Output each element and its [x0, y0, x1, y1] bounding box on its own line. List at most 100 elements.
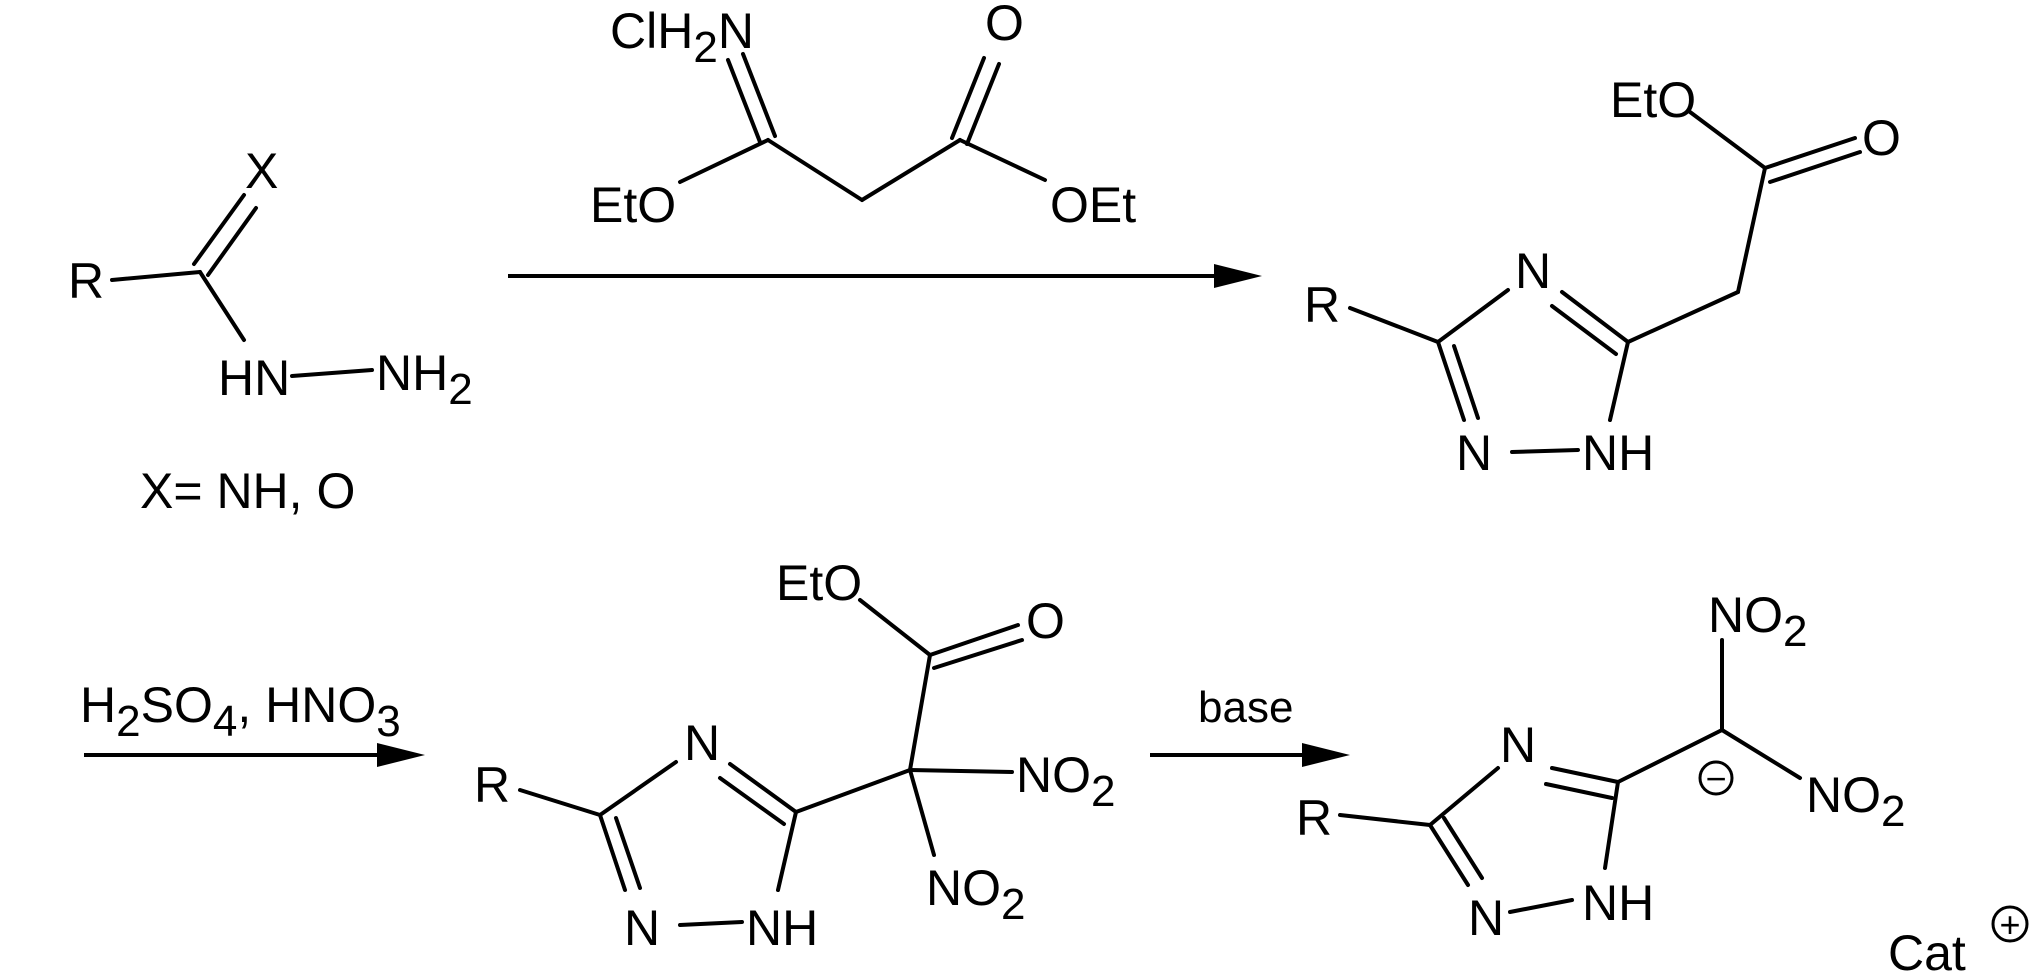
atom-x: X — [245, 143, 278, 199]
atom-r: R — [1304, 277, 1340, 333]
bond-ester-o-1 — [928, 623, 1020, 657]
bond-n4-c5-b — [1550, 304, 1618, 356]
atom-no2-up: NO2 — [1708, 587, 1807, 656]
bond-ch2-c — [860, 138, 962, 202]
step-2-reagents: H2SO4, HNO3 — [80, 677, 401, 746]
atom-n-top: N — [684, 715, 720, 771]
atom-n-bottom: N — [1456, 425, 1492, 481]
bond-c-ester — [908, 653, 932, 772]
product-1: R EtO O N N NH — [1304, 72, 1901, 481]
bond-c-o-2 — [965, 62, 1001, 146]
clh2n-sub: 2 — [693, 23, 717, 72]
atom-r: R — [474, 757, 510, 813]
bond-c-o-1 — [950, 56, 986, 140]
negative-charge: − — [1705, 758, 1726, 799]
bond-ester-oet — [858, 598, 932, 657]
bond-c-ch2 — [766, 138, 864, 202]
atom-nh: NH — [746, 900, 818, 956]
bond-c5-n1 — [776, 810, 798, 892]
atom-eto: EtO — [590, 177, 676, 233]
bond-c3-n4 — [598, 760, 678, 817]
nh2-sub: 2 — [448, 365, 472, 414]
bond-c3-n2-a — [598, 813, 627, 892]
bond-c3-n4 — [1428, 766, 1500, 827]
bond-r-ring — [1348, 306, 1440, 344]
step2-label: H2SO4, HNO3 — [80, 677, 401, 746]
positive-charge-circle — [1991, 905, 2029, 943]
atom-no2-down: NO2 — [926, 860, 1025, 929]
bond-c-n — [198, 270, 246, 342]
starting-material: R X HN NH2 X= NH, O — [68, 143, 473, 519]
bond-c5-n1 — [1608, 340, 1630, 422]
positive-charge: + — [1999, 904, 2020, 945]
atom-o: O — [1026, 593, 1065, 649]
atom-nh: NH — [1582, 425, 1654, 481]
product-3: R − NO2 NO2 N N NH Cat + — [1296, 587, 2029, 975]
bond-c-x-1 — [192, 193, 246, 266]
condition-label: X= NH, O — [140, 463, 355, 519]
cation-label: Cat — [1888, 925, 1966, 975]
base-label: base — [1198, 683, 1293, 732]
bond-n4-c5-b — [718, 776, 786, 826]
clh2n-main: ClH — [610, 3, 693, 59]
bond-c5-c — [1616, 728, 1724, 784]
reaction-arrow-1 — [508, 264, 1262, 288]
bond-n4-c5-b — [1544, 782, 1614, 800]
bond-c-no2-right — [1720, 728, 1802, 780]
bond-c3-n4 — [1436, 288, 1510, 344]
atom-n-bottom: N — [624, 900, 660, 956]
atom-n-bottom: N — [1468, 890, 1504, 946]
atom-hn: HN — [218, 350, 290, 406]
bond-r-c — [110, 270, 202, 282]
atom-nh2: NH2 — [376, 345, 473, 414]
bond-r-ring — [518, 788, 602, 817]
bond-c-no2-right — [908, 768, 1014, 774]
bond-n4-c5-a — [728, 762, 798, 814]
bond-n-c-1 — [726, 58, 762, 144]
product-2: R EtO O N N NH NO2 NO2 — [474, 555, 1115, 956]
bond-c5-n1 — [1603, 780, 1620, 870]
bond-c-oet — [1688, 110, 1767, 170]
nh2-main: NH — [376, 345, 448, 401]
clh2n-n: N — [718, 3, 754, 59]
atom-r: R — [1296, 790, 1332, 846]
atom-no2-right: NO2 — [1016, 747, 1115, 816]
bond-c-no2-down — [908, 768, 936, 857]
bond-c3-n2-b — [614, 816, 642, 890]
bond-c3-n2-b — [1442, 816, 1484, 880]
negative-charge-circle — [1698, 760, 1734, 796]
atom-o: O — [1862, 110, 1901, 166]
atom-n-top: N — [1500, 717, 1536, 773]
bond-c-o-1 — [1763, 136, 1857, 170]
bond-n2-n1 — [1508, 898, 1574, 914]
bond-c-o-2 — [1768, 150, 1862, 184]
reaction-arrow-3 — [1150, 743, 1350, 767]
atom-eto: EtO — [1610, 72, 1696, 128]
bond-c3-n2-a — [1436, 340, 1466, 422]
bond-n-c-2 — [741, 52, 777, 138]
bond-c3-n2-b — [1452, 344, 1480, 420]
bond-c5-ch2 — [1626, 290, 1740, 344]
atom-eto: EtO — [776, 555, 862, 611]
reaction-arrow-2 — [84, 743, 425, 767]
bond-n2-n1 — [1510, 448, 1580, 454]
bond-n2-n1 — [678, 920, 744, 927]
atom-clh2n: ClH2N — [610, 3, 754, 72]
atom-nh: NH — [1582, 875, 1654, 931]
atom-r: R — [68, 253, 104, 309]
step-3-reagent: base — [1198, 683, 1293, 732]
bond-ester-o-2 — [932, 638, 1024, 670]
atom-no2-right: NO2 — [1806, 767, 1905, 836]
bond-n4-c5-a — [1550, 766, 1620, 784]
bond-n-n — [290, 368, 374, 378]
reagent: ClH2N O EtO OEt — [590, 0, 1136, 233]
bond-ch2-c — [1736, 166, 1767, 294]
bond-c-oet-right — [958, 138, 1047, 182]
bond-c-oet-left — [678, 138, 770, 184]
bond-c3-n2-a — [1428, 823, 1470, 887]
atom-o: O — [985, 0, 1024, 51]
atom-oet: OEt — [1050, 177, 1136, 233]
bond-c5-c — [794, 768, 912, 814]
bond-c-x-2 — [206, 206, 258, 277]
